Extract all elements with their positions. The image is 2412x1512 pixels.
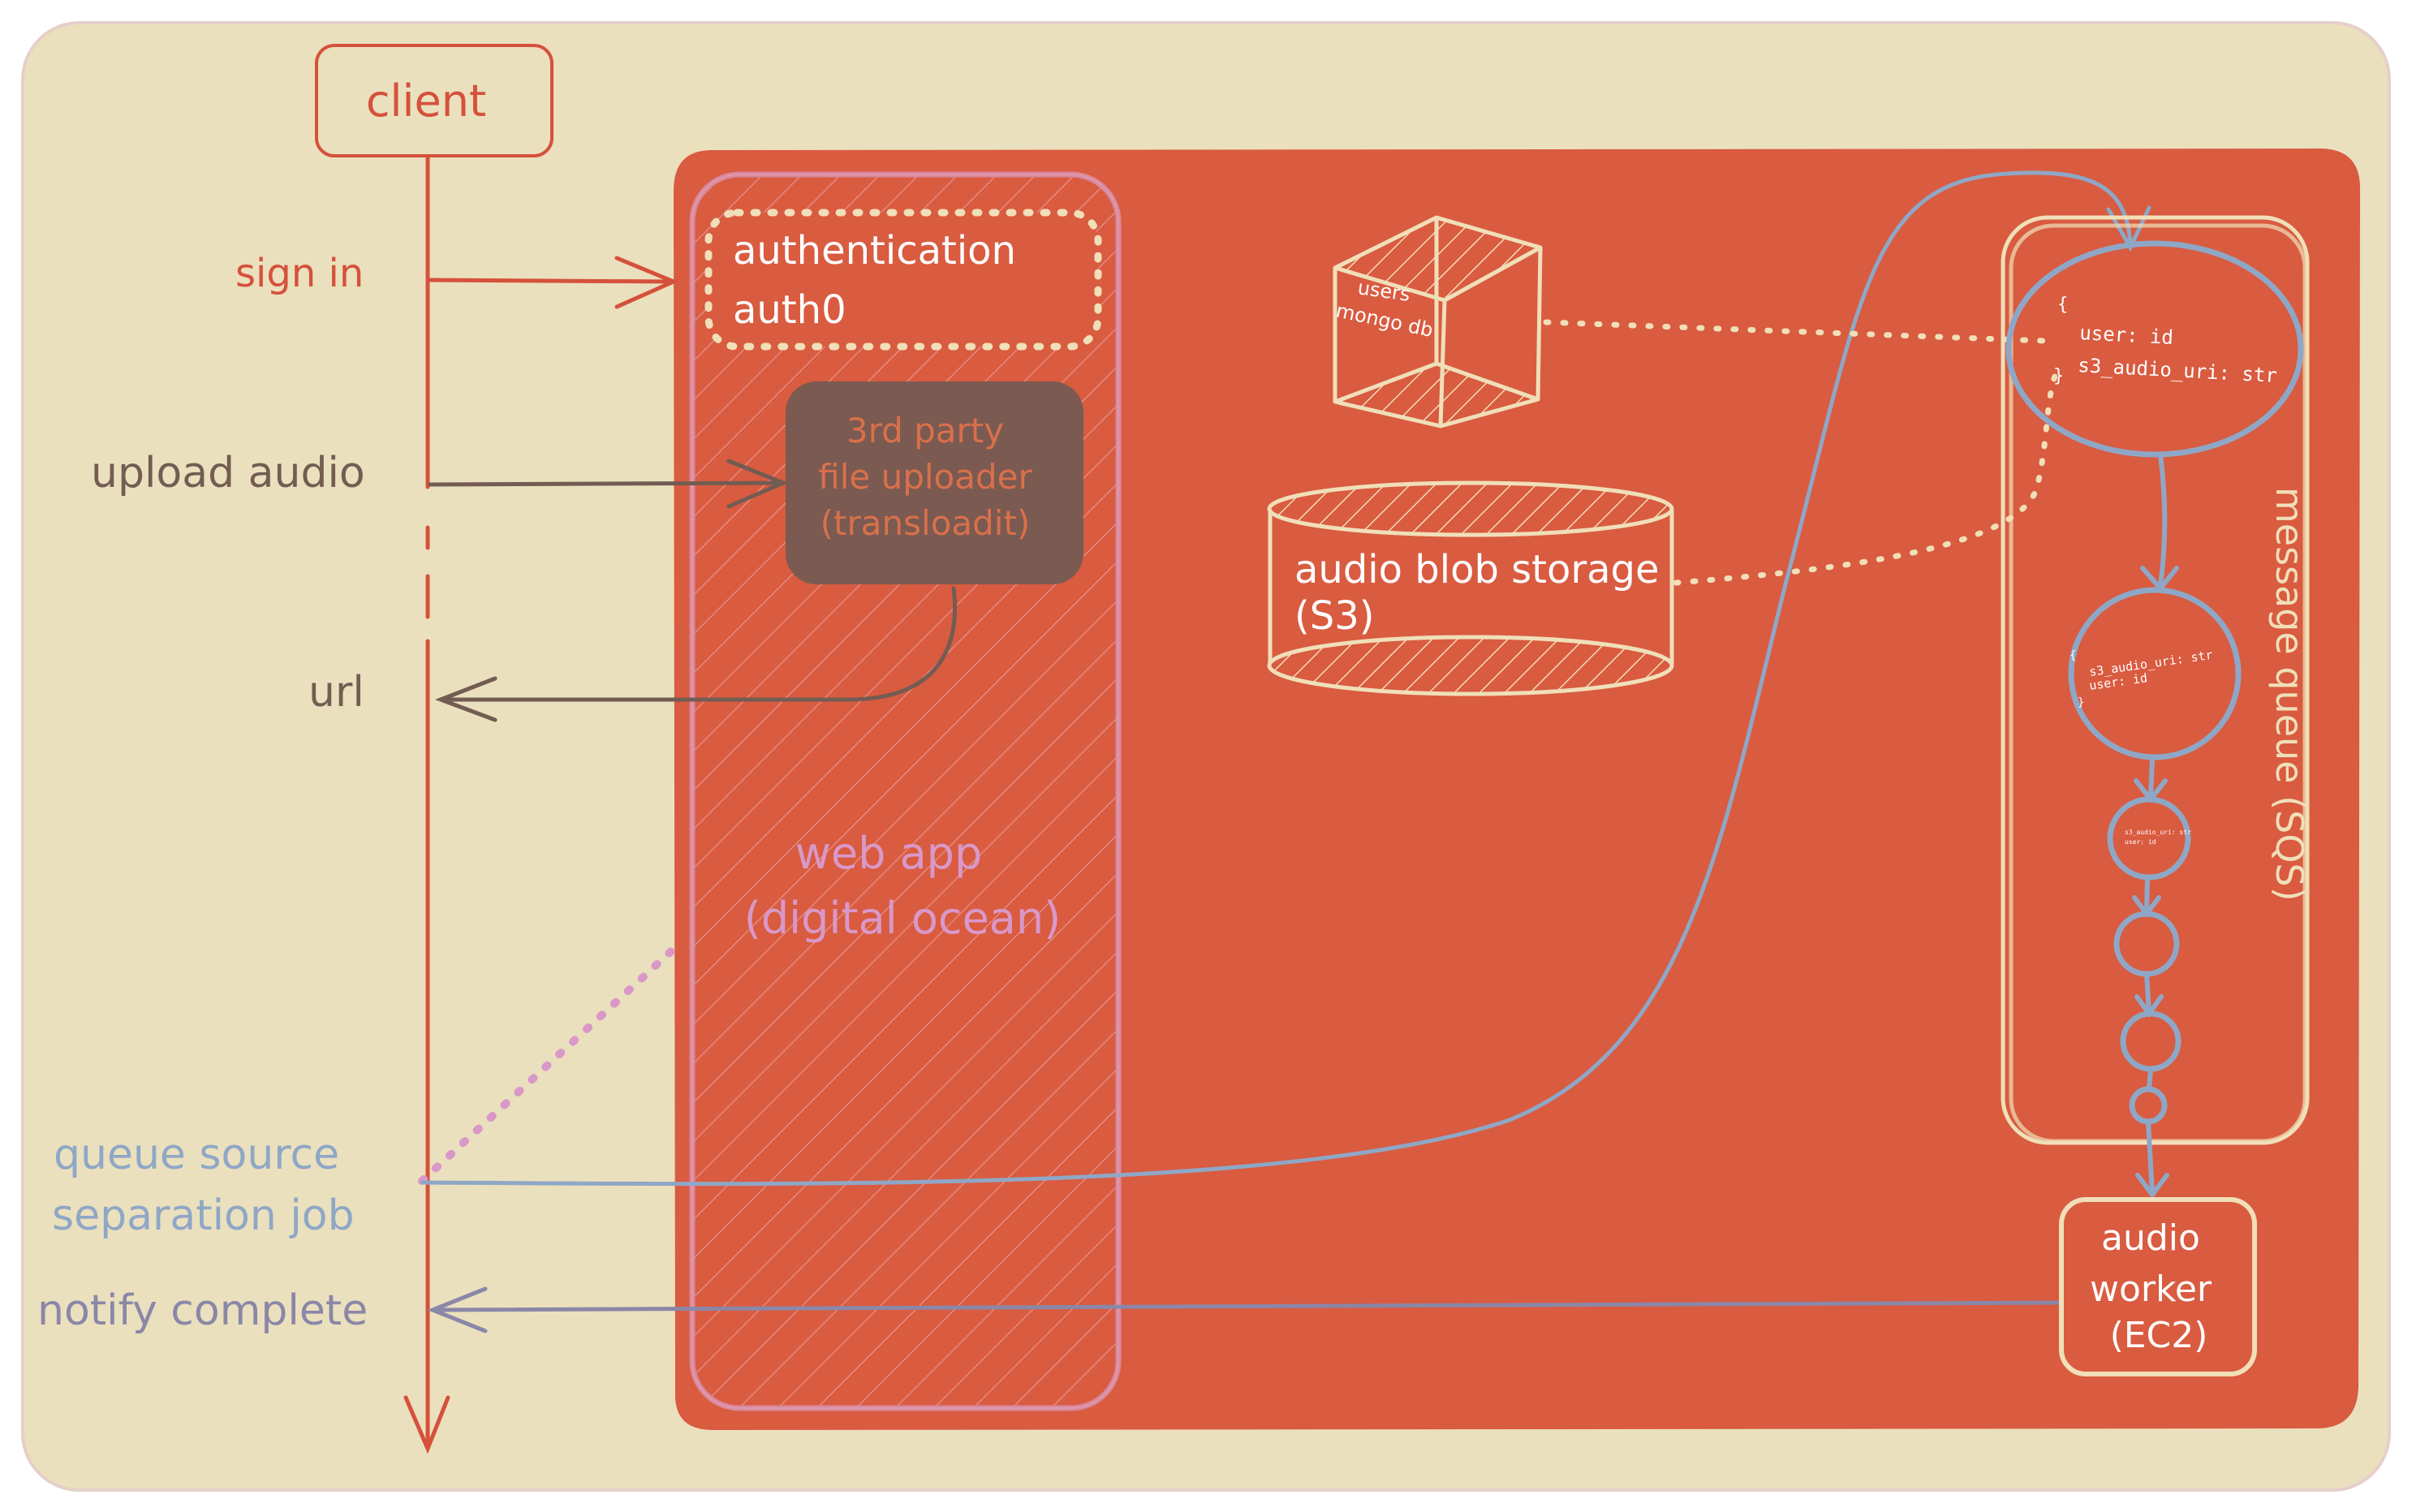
authentication-label: authentication [733,228,1016,274]
blob-storage-cylinder-icon [1267,480,1674,696]
users-db-cube-icon [1333,215,1543,429]
url-return-arrow [434,586,958,722]
message-2-line-1: { [2070,649,2076,662]
notify-complete-arrow [427,1286,2064,1333]
uploader-line-2: file uploader [818,457,1032,497]
queue-flow-arrows [2132,452,2179,1199]
audio-worker-line-3: (EC2) [2110,1315,2208,1356]
file-uploader-box [786,381,1083,584]
url-label: url [308,668,364,717]
queue-job-label-line-2: separation job [52,1191,355,1240]
web-app-label-line-1: web app [795,828,982,879]
blob-storage-label-line-2: (S3) [1294,593,1374,639]
uploader-line-3: (transloadit) [821,503,1031,543]
web-app-link-dotted [418,937,686,1185]
upload-audio-arrow [428,459,789,509]
sign-in-label: sign in [235,251,364,296]
blob-storage-label-line-1: audio blob storage [1294,547,1660,592]
message-2-line-4: } [2078,696,2084,709]
auth0-label: auth0 [733,287,846,333]
audio-worker-line-2: worker [2090,1269,2212,1310]
authentication-box [704,209,1102,351]
uploader-line-1: 3rd party [846,411,1004,450]
client-box [315,44,553,157]
message-1-line-2: user: id [2079,321,2174,349]
message-1-line-4: } [2053,366,2064,386]
audio-worker-line-1: audio [2101,1217,2200,1259]
lifeline-arrowhead-icon [403,1395,450,1454]
upload-audio-label: upload audio [91,449,365,498]
message-3-line-2: user: id [2125,838,2156,846]
message-1-line-1: { [2057,295,2068,315]
web-app-box [689,171,1122,1411]
notify-complete-label: notify complete [37,1286,368,1335]
queue-job-label-line-1: queue source [54,1131,339,1179]
users-db-link-dotted [1543,319,2048,344]
client-lifeline [403,156,450,1454]
web-app-label-line-2: (digital ocean) [744,893,1061,944]
message-queue-box [2001,215,2310,1145]
sign-in-arrow [428,256,679,309]
message-queue-label: message queue (SQS) [2268,487,2311,902]
blob-storage-link-dotted [1673,362,2063,586]
audio-worker-box [2059,1197,2257,1376]
message-3-line-1: s3_audio_uri: str [2125,829,2191,836]
client-label: client [366,75,486,127]
